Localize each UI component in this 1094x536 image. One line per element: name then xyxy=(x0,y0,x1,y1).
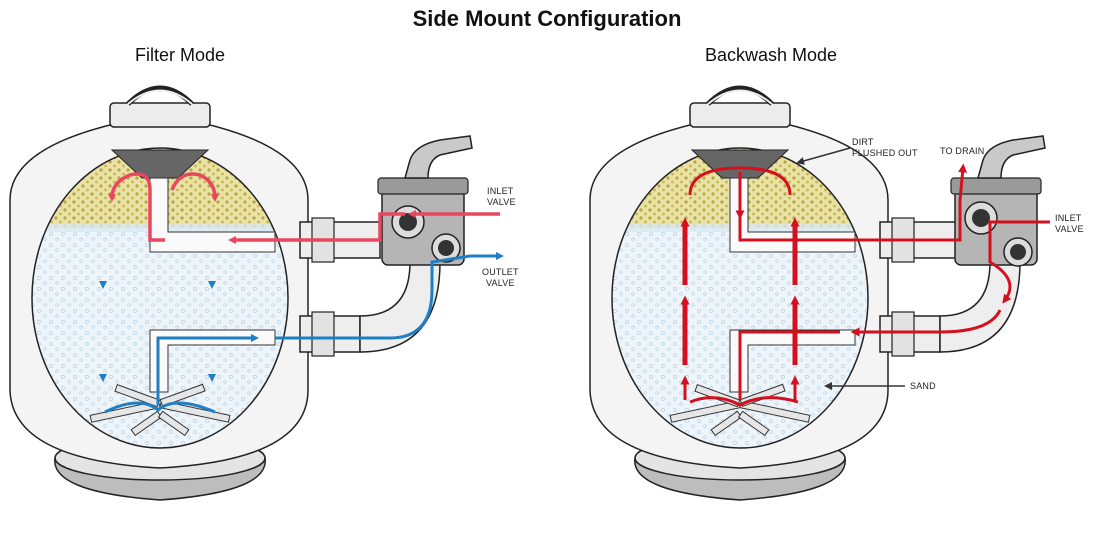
backwash-mode-heading: Backwash Mode xyxy=(705,45,838,65)
dirt-flushed-out-label: DIRT FLUSHED OUT xyxy=(852,137,918,159)
filter-outlet-valve-label: OUTLET VALVE xyxy=(482,267,519,289)
diagram-title: Side Mount Configuration xyxy=(412,6,682,31)
backwash-inlet-valve-label: INLET VALVE xyxy=(1055,213,1084,235)
filter-inlet-valve-label: INLET VALVE xyxy=(487,186,516,208)
tank-lid xyxy=(689,102,791,128)
label-line: VALVE xyxy=(487,197,516,207)
multiport-valve xyxy=(950,135,1046,267)
dirt-callout-line xyxy=(796,147,851,165)
label-line: INLET xyxy=(1055,213,1082,223)
filter-outlet-flow xyxy=(104,252,504,414)
valve-handle xyxy=(404,135,473,179)
label-line: VALVE xyxy=(486,278,515,288)
filter-downflow-arrows xyxy=(99,210,216,382)
label-line: VALVE xyxy=(1055,224,1084,234)
filter-mode-tank xyxy=(9,85,504,501)
label-line: INLET xyxy=(487,186,514,196)
backwash-upflow-arrows xyxy=(680,217,800,365)
valve-handle xyxy=(977,135,1046,179)
tank-lid xyxy=(109,102,211,128)
filter-inlet-flow xyxy=(108,172,500,244)
label-line: OUTLET xyxy=(482,267,519,277)
backwash-mode-tank xyxy=(589,85,1050,501)
backwash-flow xyxy=(680,163,1050,407)
filter-mode-heading: Filter Mode xyxy=(135,45,226,65)
multiport-valve xyxy=(377,135,473,266)
label-line: DIRT xyxy=(852,137,874,147)
laterals xyxy=(89,383,231,437)
to-drain-label: TO DRAIN xyxy=(940,146,985,156)
sand-label: SAND xyxy=(910,381,936,391)
label-line: FLUSHED OUT xyxy=(852,148,918,158)
